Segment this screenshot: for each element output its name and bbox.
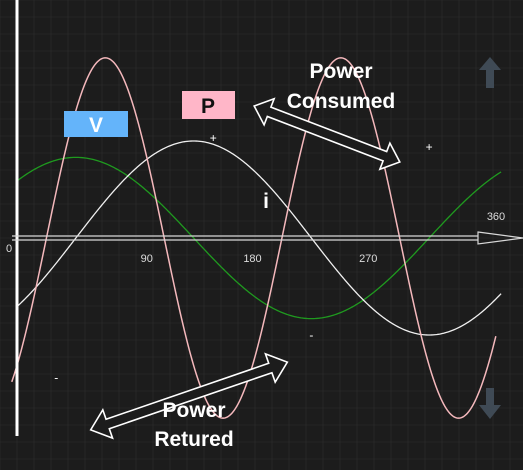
double-arrow-icon [89,352,289,440]
arrow-up-icon[interactable] [479,57,501,88]
v-label-text: V [89,114,103,137]
current-curve [16,156,502,320]
sign-plus: + [210,131,217,145]
power-returned-annotation: Power Retured [89,352,289,451]
sign-minus: - [54,371,58,385]
power-returned-line1: Power [162,399,225,422]
power-consumed-line2: Consumed [287,90,396,113]
i-label: i [263,190,269,213]
x-tick-label: 180 [243,253,261,265]
v-label-box [64,111,128,137]
p-label: P [182,91,235,119]
power-consumed-annotation: Power Consumed [253,60,401,171]
sign-plus: + [426,140,433,154]
x-tick-label: 360 [487,211,505,223]
p-label-text: P [201,95,215,118]
sign-minus: - [309,328,313,342]
arrow-down-icon[interactable] [479,388,501,419]
x-axis-arrowhead [477,231,523,245]
double-arrow-icon [253,97,401,171]
power-returned-line2: Retured [154,428,233,451]
v-label: V [64,111,128,137]
power-consumed-line1: Power [309,60,372,83]
power-curve [11,57,497,419]
x-tick-label: 90 [141,253,153,265]
x-tick-label: 270 [359,253,377,265]
x-axis [12,231,523,245]
p-label-box [182,91,235,119]
x-tick-label: 0 [6,243,12,255]
